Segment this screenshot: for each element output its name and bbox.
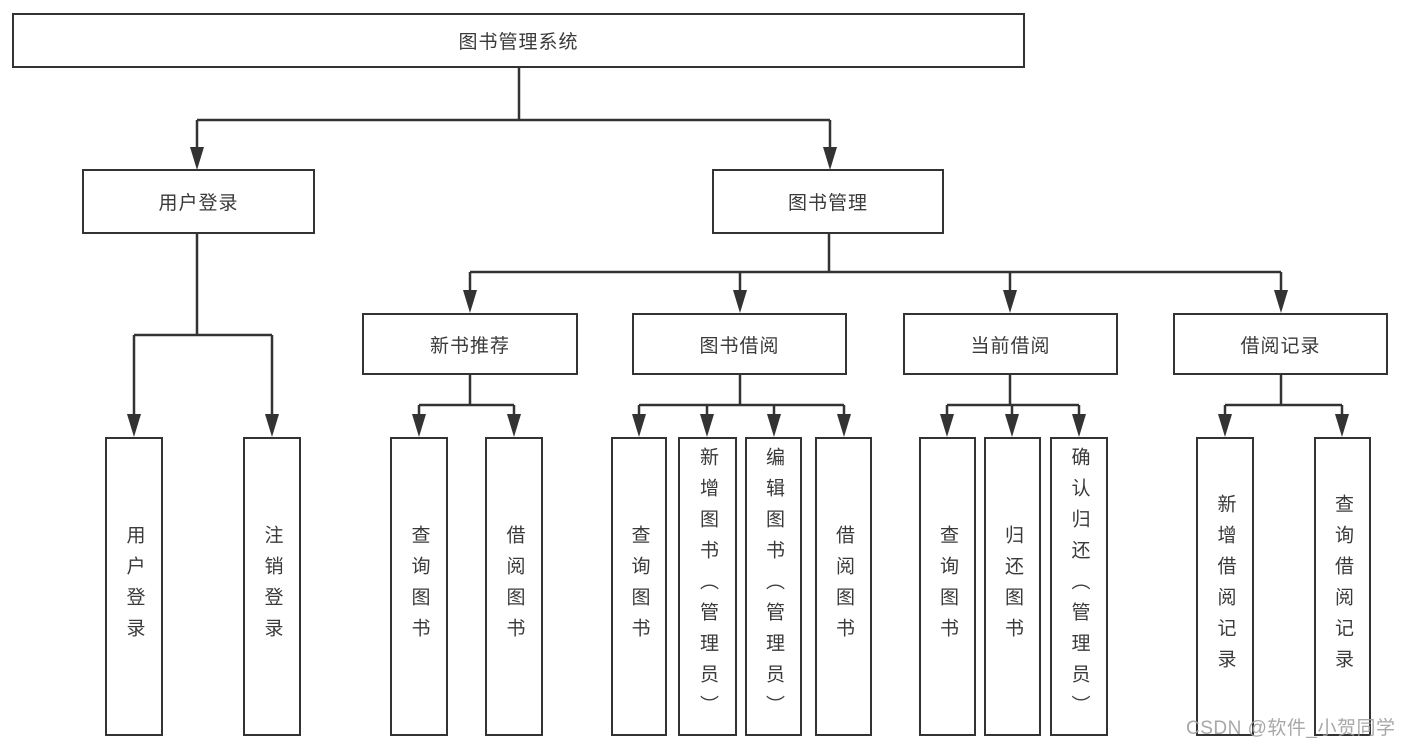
leaf-confirm-return-admin: 确认归还（管理员）	[1050, 437, 1108, 736]
node-label: 当前借阅	[970, 335, 1051, 357]
leaf-query-book-recommend: 查询图书	[390, 437, 448, 736]
node-label: 查询图书	[408, 524, 430, 649]
node-library-system: 图书管理系统	[12, 13, 1025, 68]
leaf-logout: 注销登录	[243, 437, 301, 736]
leaf-borrow-book: 借阅图书	[815, 437, 872, 736]
node-label: 借阅记录	[1240, 335, 1321, 357]
node-label: 借阅图书	[503, 524, 525, 649]
csdn-watermark: CSDN @软件_小贺同学	[1186, 718, 1396, 739]
node-label: 用户登录	[158, 193, 239, 214]
node-label: 用户登录	[123, 524, 145, 649]
node-borrow-record: 借阅记录	[1173, 313, 1388, 375]
node-label: 查询借阅记录	[1332, 493, 1353, 680]
node-label: 确认归还（管理员）	[1068, 447, 1090, 726]
leaf-user-login: 用户登录	[105, 437, 163, 736]
node-label: 图书借阅	[699, 335, 780, 357]
node-book-management: 图书管理	[712, 169, 944, 234]
node-label: 归还图书	[1002, 524, 1023, 649]
leaf-add-borrow-record: 新增借阅记录	[1196, 437, 1254, 736]
node-label: 借阅图书	[833, 524, 854, 649]
node-new-book-recommend: 新书推荐	[362, 313, 578, 375]
node-label: 新增借阅记录	[1214, 493, 1236, 680]
node-user-login: 用户登录	[82, 169, 315, 234]
node-label: 查询图书	[937, 524, 958, 649]
arrowheads	[127, 147, 1349, 437]
node-label: 图书管理系统	[458, 32, 579, 53]
node-label: 新书推荐	[429, 335, 510, 357]
leaf-borrow-book-recommend: 借阅图书	[485, 437, 543, 736]
leaf-return-book: 归还图书	[984, 437, 1041, 736]
node-label: 新增图书（管理员）	[697, 447, 718, 726]
leaf-query-book-borrow: 查询图书	[611, 437, 667, 736]
leaf-query-book-current: 查询图书	[919, 437, 976, 736]
node-label: 编辑图书（管理员）	[763, 447, 784, 726]
leaf-query-borrow-record: 查询借阅记录	[1314, 437, 1371, 736]
node-current-borrow: 当前借阅	[903, 313, 1118, 375]
node-label: 注销登录	[261, 524, 283, 649]
leaf-add-book-admin: 新增图书（管理员）	[678, 437, 737, 736]
node-label: 查询图书	[628, 524, 650, 649]
node-label: 图书管理	[787, 193, 868, 214]
node-book-borrow: 图书借阅	[632, 313, 847, 375]
leaf-edit-book-admin: 编辑图书（管理员）	[745, 437, 802, 736]
